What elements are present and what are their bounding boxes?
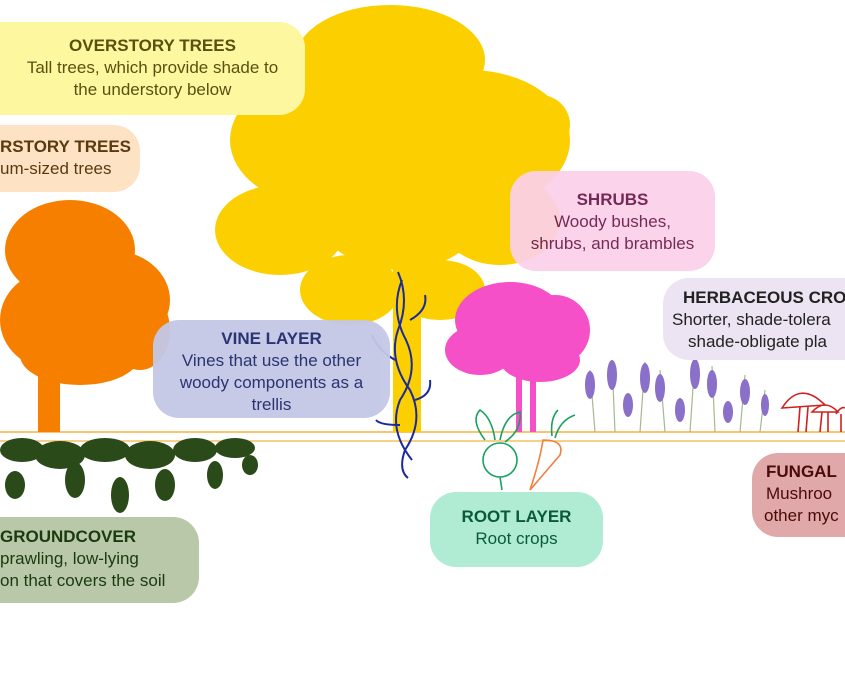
overstory-trees-label: OVERSTORY TREES Tall trees, which provid… [0,22,305,115]
understory-desc: um-sized trees [0,159,112,178]
herbaceous-crops-label: HERBACEOUS CRO Shorter, shade-tolera sha… [663,278,845,360]
pink-shrub-icon [445,282,590,432]
vine-layer-label: VINE LAYER Vines that use the other wood… [153,320,390,418]
groundcover-label: GROUNDCOVER prawling, low-lying on that … [0,517,199,603]
shrubs-desc-2: shrubs, and brambles [530,234,695,253]
fungal-desc-1: Mushroo [766,484,833,503]
shrubs-desc-1: Woody bushes, [554,212,671,231]
vine-desc-1: Vines that use the other [181,351,362,370]
overstory-title: OVERSTORY TREES [69,36,236,55]
root-desc: Root crops [475,529,558,548]
groundcover-title: GROUNDCOVER [0,527,137,546]
groundcover-vines-icon [0,438,258,513]
vine-desc-2: woody components as a [179,373,364,392]
mushrooms-icon [780,392,845,433]
lavender-icon [585,357,769,433]
beet-icon [475,408,522,491]
root-layer-label: ROOT LAYER Root crops [430,492,603,567]
vine-desc-3: trellis [251,395,292,414]
shrubs-label: SHRUBS Woody bushes, shrubs, and bramble… [510,171,715,271]
fungal-layer-label: FUNGAL Mushroo other myc [752,453,845,537]
groundcover-desc-1: prawling, low-lying [0,549,139,568]
understory-title: RSTORY TREES [0,137,131,156]
herbaceous-desc-2: shade-obligate pla [688,332,827,351]
carrot-icon [529,409,576,491]
root-title: ROOT LAYER [461,507,572,526]
groundcover-desc-2: on that covers the soil [0,571,166,590]
fungal-desc-2: other myc [764,506,839,525]
vine-title: VINE LAYER [221,329,322,348]
overstory-desc-1: Tall trees, which provide shade to [26,58,279,77]
overstory-desc-2: the understory below [73,80,232,99]
orange-tree-icon [0,200,170,432]
herbaceous-title: HERBACEOUS CRO [683,288,845,307]
understory-trees-label: RSTORY TREES um-sized trees [0,125,140,192]
shrubs-title: SHRUBS [576,190,649,209]
fungal-title: FUNGAL [766,462,837,481]
herbaceous-desc-1: Shorter, shade-tolera [672,310,831,329]
